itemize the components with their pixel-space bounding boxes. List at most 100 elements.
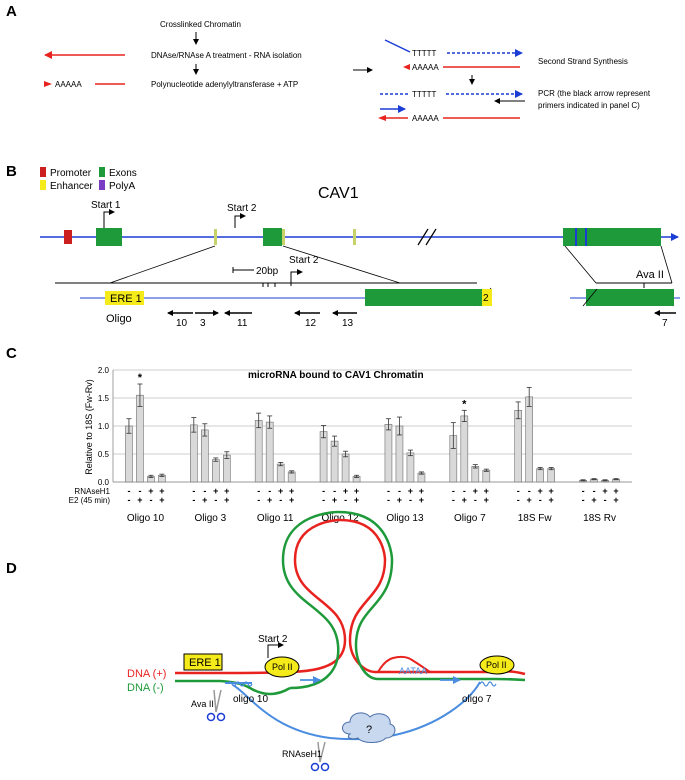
exon-number: 2 <box>483 293 489 304</box>
start1-arrow <box>103 209 115 228</box>
pol2-left-label: Pol II <box>272 662 293 672</box>
bar <box>319 431 328 483</box>
condition-sign: - <box>387 486 390 496</box>
legend-swatch-promoter <box>40 167 46 177</box>
panel-d: D DNA (+) DNA (-) ERE 1 Pol II Pol II St… <box>6 510 526 772</box>
red-head-3 <box>378 115 386 121</box>
chart-y-axis-label: Relative to 18S (Fw-Rv) <box>84 379 94 475</box>
rnaseh1-label: RNAseH1 <box>282 749 322 759</box>
oligo10-label: oligo 10 <box>233 694 268 705</box>
ava-label: Ava II <box>636 269 664 281</box>
condition-sign: - <box>582 486 585 496</box>
aataa-label: AATAA <box>399 666 427 676</box>
condition-sign: - <box>344 495 347 505</box>
second-strand-label: Second Strand Synthesis <box>538 57 628 66</box>
condition-sign: - <box>127 486 130 496</box>
dna-minus-label: DNA (-) <box>127 682 164 694</box>
condition-sign: - <box>528 486 531 496</box>
condition-sign: + <box>419 495 424 505</box>
polya-top: AAAAA <box>412 63 439 72</box>
condition-sign: + <box>159 495 164 505</box>
condition-sign: + <box>148 486 153 496</box>
bar <box>460 415 469 483</box>
panel-a: A Crosslinked Chromatin DNAse/RNAse A tr… <box>6 3 651 123</box>
bar-chart: microRNA bound to CAV1 Chromatin Relativ… <box>69 366 632 524</box>
start1-label: Start 1 <box>91 200 121 211</box>
condition-sign: - <box>214 495 217 505</box>
red-arrowhead-left <box>44 81 52 87</box>
cdna-blue-diag <box>384 39 411 53</box>
category-label: 18S Fw <box>518 513 553 524</box>
scale-label: 20bp <box>256 266 279 277</box>
condition-sign: + <box>267 495 272 505</box>
condition-sign: + <box>549 495 554 505</box>
exon-2 <box>263 228 282 246</box>
ere1-label: ERE 1 <box>110 293 142 305</box>
condition-label: E2 (45 min) <box>69 496 111 505</box>
panel-b-label: B <box>6 163 17 180</box>
condition-sign: + <box>473 486 478 496</box>
enhancer-2 <box>282 229 285 245</box>
scissors-ava-icon <box>206 689 226 722</box>
category-label: 18S Rv <box>583 513 616 524</box>
start2-zoom-arrow <box>290 269 303 286</box>
exon-2-zoom <box>365 289 482 306</box>
condition-sign: + <box>343 486 348 496</box>
polya-tail-left: AAAAA <box>55 80 82 89</box>
condition-sign: + <box>538 486 543 496</box>
primer-12-label: 12 <box>305 318 317 329</box>
pol2-right <box>479 655 515 675</box>
condition-sign: - <box>517 486 520 496</box>
condition-sign: + <box>137 495 142 505</box>
condition-sign: - <box>138 486 141 496</box>
condition-sign: + <box>527 495 532 505</box>
panel-c-label: C <box>6 345 17 362</box>
condition-sign: + <box>278 486 283 496</box>
condition-sign: - <box>322 495 325 505</box>
condition-sign: - <box>333 486 336 496</box>
condition-sign: + <box>202 495 207 505</box>
condition-sign: + <box>159 486 164 496</box>
legend-swatch-polya <box>99 180 105 190</box>
legend: Promoter Exons Enhancer PolyA <box>40 167 137 192</box>
legend-swatch-exons <box>99 167 105 177</box>
oligo7-label: oligo 7 <box>462 694 492 705</box>
condition-sign: + <box>613 495 618 505</box>
exon-1 <box>96 228 122 246</box>
bar <box>514 410 522 483</box>
bar <box>254 420 263 483</box>
primer-13-label: 13 <box>342 318 354 329</box>
ere1-site <box>183 653 223 671</box>
bar <box>536 468 544 483</box>
bar <box>125 425 133 483</box>
condition-sign: - <box>149 495 152 505</box>
condition-sign: - <box>257 486 260 496</box>
chart-title: microRNA bound to CAV1 Chromatin <box>248 370 424 381</box>
condition-label: RNAseH1 <box>74 487 110 496</box>
chart-y-tick-label: 1.5 <box>98 394 110 403</box>
legend-enhancer: Enhancer <box>50 181 93 192</box>
condition-sign: - <box>387 495 390 505</box>
legend-polya: PolyA <box>109 181 135 192</box>
category-label: Oligo 11 <box>257 513 294 524</box>
oligo-label: Oligo <box>106 313 132 325</box>
chart-y-tick-label: 2.0 <box>98 366 110 375</box>
condition-sign: - <box>452 486 455 496</box>
condition-sign: + <box>549 486 554 496</box>
bar <box>406 452 415 483</box>
scissors-rnaseh1-icon <box>310 741 330 772</box>
condition-sign: + <box>613 486 618 496</box>
start2-label: Start 2 <box>227 203 257 214</box>
start2-arrow <box>234 213 246 228</box>
start2-d-arrow <box>267 642 284 658</box>
start2-d-label: Start 2 <box>258 634 288 645</box>
polya-bottom: AAAAA <box>412 114 439 123</box>
polya-site-2 <box>585 228 587 246</box>
panel-b: B Promoter Exons Enhancer PolyA CAV1 Sta… <box>6 163 680 329</box>
polyt-top: TTTTT <box>412 49 437 58</box>
condition-sign: - <box>203 486 206 496</box>
condition-sign: - <box>539 495 542 505</box>
condition-sign: + <box>419 486 424 496</box>
condition-sign: + <box>354 486 359 496</box>
